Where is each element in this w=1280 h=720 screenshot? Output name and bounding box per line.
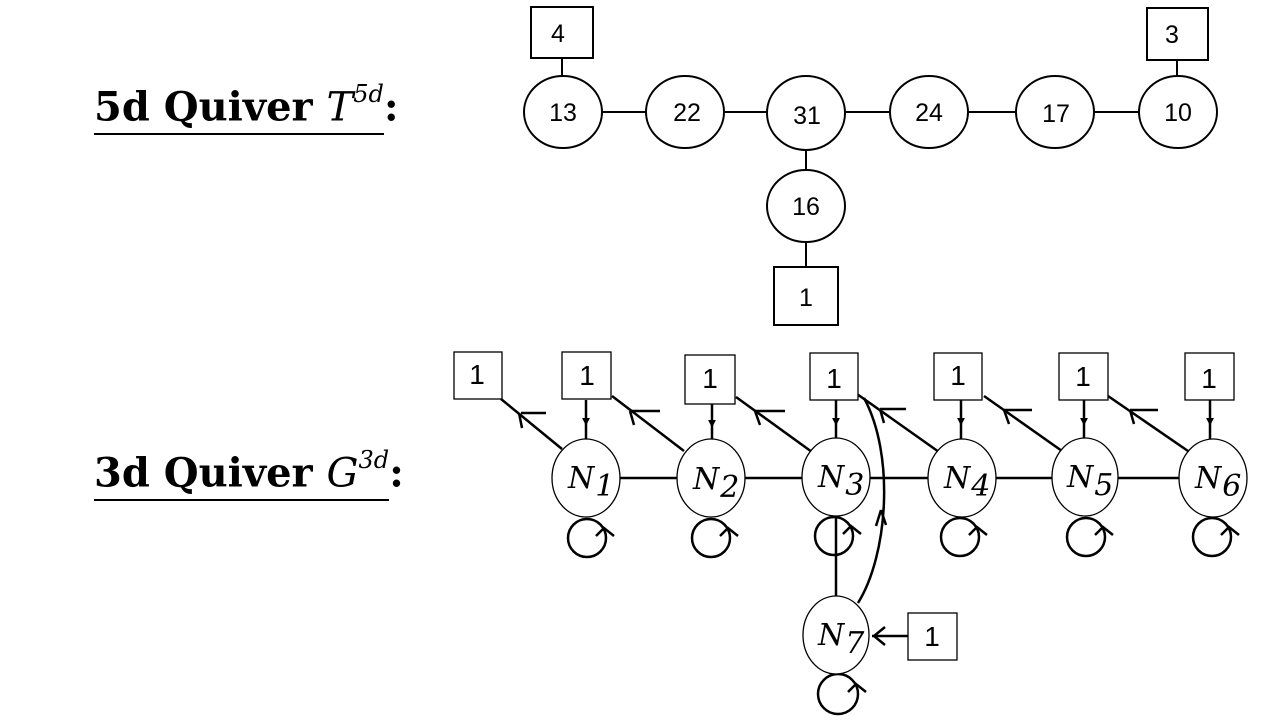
half-arrow bbox=[517, 412, 524, 429]
quiver-3d bbox=[453, 351, 1248, 716]
gauge-node-5d-31 bbox=[766, 75, 846, 151]
adjoint-loop-icon bbox=[939, 516, 981, 558]
flavor-node-3d bbox=[1058, 352, 1109, 401]
gauge-node-3d-N1 bbox=[551, 438, 621, 518]
flavor-label-3d: 1 bbox=[469, 359, 485, 390]
gauge-node-3d-N6 bbox=[1178, 438, 1248, 518]
heading-3d-label: 3d Quiver bbox=[94, 449, 327, 497]
quiver-3d-labels: N1 N2 N3 N4 N5 N6 N7 1 1 1 1 1 1 1 1 bbox=[469, 359, 1241, 661]
half-arrow bbox=[1094, 525, 1114, 536]
half-arrow bbox=[872, 626, 886, 646]
flavor-label: 1 bbox=[799, 284, 813, 312]
heading-5d-quiver: 5d Quiver T5d: bbox=[94, 82, 399, 136]
half-arrow bbox=[1220, 525, 1240, 536]
gauge-label-3d: N5 bbox=[1066, 460, 1113, 503]
gauge-node-5d-17 bbox=[1015, 75, 1095, 149]
half-arrow bbox=[595, 526, 615, 537]
adjoint-loop-icon bbox=[566, 517, 608, 559]
flavor-label-3d: 1 bbox=[950, 360, 966, 391]
flavor-label-3d: 1 bbox=[579, 360, 595, 391]
adjoint-loop-icon bbox=[690, 517, 732, 559]
edge-diagonal bbox=[1107, 394, 1189, 453]
flavor-label: 4 bbox=[551, 20, 565, 48]
flavor-node-3d bbox=[809, 352, 859, 401]
flavor-node-3d bbox=[561, 351, 612, 400]
flavor-node-5d-4 bbox=[530, 6, 594, 59]
half-arrow bbox=[879, 509, 888, 526]
heading-3d-colon: : bbox=[389, 449, 404, 497]
heading-3d-sup: 3d bbox=[358, 446, 390, 474]
heading-3d-quiver: 3d Quiver G3d: bbox=[94, 448, 404, 502]
gauge-node-5d-13 bbox=[523, 75, 603, 149]
flavor-node-3d bbox=[453, 351, 503, 400]
half-arrow bbox=[1002, 409, 1011, 425]
gauge-label-3d: N1 bbox=[567, 461, 614, 504]
flavor-label-3d: 1 bbox=[826, 363, 842, 394]
half-arrow bbox=[753, 410, 762, 426]
heading-5d-sup: 5d bbox=[353, 80, 384, 108]
gauge-label-3d: N3 bbox=[817, 460, 864, 503]
half-arrow bbox=[874, 509, 883, 527]
adjoint-loop-icon bbox=[1191, 516, 1233, 558]
gauge-label-3d: N4 bbox=[943, 461, 990, 504]
gauge-label-3d: N6 bbox=[1194, 461, 1241, 504]
heading-5d-symbol: T bbox=[326, 84, 354, 131]
heading-3d-symbol: G bbox=[326, 450, 359, 497]
gauge-label: 16 bbox=[792, 193, 820, 221]
gauge-node-5d-16 bbox=[766, 169, 846, 243]
gauge-label: 24 bbox=[915, 99, 943, 127]
gauge-label: 13 bbox=[549, 99, 577, 127]
gauge-node-3d-N5 bbox=[1051, 437, 1119, 517]
flavor-label-3d: 1 bbox=[924, 621, 940, 652]
gauge-node-3d-N7 bbox=[802, 595, 870, 675]
gauge-label-3d: N7 bbox=[817, 618, 865, 661]
gauge-label-3d: N2 bbox=[692, 462, 739, 505]
gauge-label: 17 bbox=[1042, 100, 1070, 128]
flavor-label-3d: 1 bbox=[1075, 361, 1091, 392]
flavor-node-3d bbox=[1184, 352, 1235, 401]
flavor-node-3d bbox=[907, 612, 958, 661]
half-arrow bbox=[1128, 409, 1136, 425]
flavor-node-3d bbox=[684, 354, 736, 405]
adjoint-loop-icon bbox=[813, 515, 855, 557]
edge-diagonal bbox=[500, 398, 563, 450]
heading-5d-label: 5d Quiver bbox=[94, 83, 327, 131]
gauge-node-5d-22 bbox=[645, 75, 725, 149]
flavor-label: 3 bbox=[1165, 21, 1179, 49]
flavor-node-5d-1 bbox=[773, 266, 839, 326]
edge-diagonal bbox=[735, 395, 813, 454]
edge-diagonal bbox=[856, 392, 940, 454]
quiver-5d bbox=[523, 6, 1218, 326]
flavor-label-3d: 1 bbox=[1201, 363, 1217, 394]
gauge-node-3d-N4 bbox=[927, 438, 997, 518]
gauge-node-5d-10 bbox=[1138, 75, 1218, 149]
gauge-label: 10 bbox=[1164, 99, 1192, 127]
gauge-label: 31 bbox=[793, 102, 821, 130]
adjoint-loop-icon bbox=[816, 672, 860, 716]
half-arrow bbox=[842, 524, 862, 535]
quiver-5d-labels: 13 22 31 24 17 10 16 4 3 1 bbox=[549, 20, 1192, 312]
flavor-node-5d-3 bbox=[1146, 7, 1209, 61]
edge-curved bbox=[856, 397, 886, 604]
half-arrow bbox=[628, 410, 636, 426]
flavor-node-3d bbox=[933, 352, 983, 401]
half-arrow bbox=[968, 525, 988, 536]
half-arrow bbox=[847, 682, 867, 693]
half-arrow bbox=[719, 526, 739, 537]
gauge-node-5d-24 bbox=[889, 75, 969, 149]
half-arrow bbox=[878, 408, 886, 424]
adjoint-loops bbox=[566, 515, 1240, 716]
adjoint-loop-icon bbox=[1065, 516, 1107, 558]
edge-diagonal bbox=[983, 394, 1063, 453]
heading-5d-colon: : bbox=[383, 83, 399, 131]
gauge-label: 22 bbox=[673, 99, 701, 127]
gauge-node-3d-N2 bbox=[676, 438, 746, 518]
edge-diagonal bbox=[611, 395, 685, 452]
flavor-label-3d: 1 bbox=[702, 363, 718, 394]
gauge-node-3d-N3 bbox=[801, 437, 871, 517]
